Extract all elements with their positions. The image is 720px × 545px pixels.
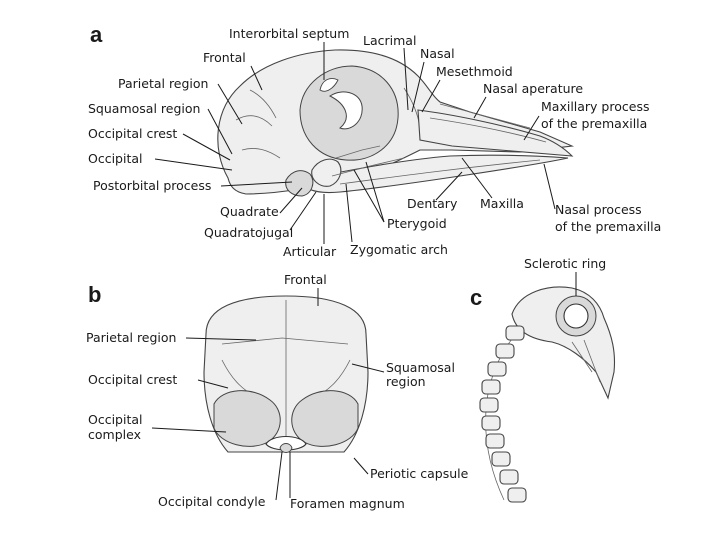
label-parietal-region-b: Parietal region — [86, 330, 176, 345]
label-frontal-b: Frontal — [284, 272, 327, 287]
label-squamosal-line2: region — [386, 374, 426, 389]
label-periotic-capsule: Periotic capsule — [370, 466, 469, 481]
skull-neck-drawing — [479, 286, 616, 503]
label-nasal-process-line2: of the premaxilla — [555, 219, 661, 234]
label-maxillary-process-line1: Maxillary process — [541, 99, 649, 114]
panel-c-letter: c — [470, 285, 482, 310]
label-postorbital-process: Postorbital process — [93, 178, 211, 193]
label-squamosal-region-a: Squamosal region — [88, 101, 200, 116]
label-occipital-complex-line1: Occipital — [88, 412, 143, 427]
label-frontal-a: Frontal — [203, 50, 246, 65]
label-quadrate: Quadrate — [220, 204, 279, 219]
label-squamosal-line1: Squamosal — [386, 360, 455, 375]
panel-b-letter: b — [88, 282, 101, 307]
label-nasal-process-line1: Nasal process — [555, 202, 642, 217]
label-occipital-crest-a: Occipital crest — [88, 126, 177, 141]
label-parietal-region-a: Parietal region — [118, 76, 208, 91]
panel-a-letter: a — [90, 22, 103, 47]
label-mesethmoid: Mesethmoid — [436, 64, 513, 79]
label-occipital-crest-b: Occipital crest — [88, 372, 177, 387]
label-sclerotic-ring: Sclerotic ring — [524, 256, 606, 271]
label-articular: Articular — [283, 244, 337, 259]
panel-b-leaders — [151, 288, 385, 501]
label-nasal-aperature: Nasal aperature — [483, 81, 583, 96]
label-zygomatic-arch: Zygomatic arch — [350, 242, 448, 257]
label-interorbital-septum: Interorbital septum — [229, 26, 349, 41]
label-foramen-magnum: Foramen magnum — [290, 496, 405, 511]
label-lacrimal: Lacrimal — [363, 33, 416, 48]
panel-a-leaders — [154, 42, 556, 244]
label-quadratojugal: Quadratojugal — [204, 225, 293, 240]
label-occipital-condyle: Occipital condyle — [158, 494, 266, 509]
label-nasal: Nasal — [420, 46, 455, 61]
label-pterygoid: Pterygoid — [387, 216, 447, 231]
label-maxillary-process-line2: of the premaxilla — [541, 116, 647, 131]
label-occipital-complex-line2: complex — [88, 427, 141, 442]
label-dentary: Dentary — [407, 196, 458, 211]
label-occipital-a: Occipital — [88, 151, 143, 166]
skull-posterior-drawing — [203, 295, 369, 453]
skull-lateral-drawing — [217, 49, 575, 197]
label-maxilla: Maxilla — [480, 196, 524, 211]
